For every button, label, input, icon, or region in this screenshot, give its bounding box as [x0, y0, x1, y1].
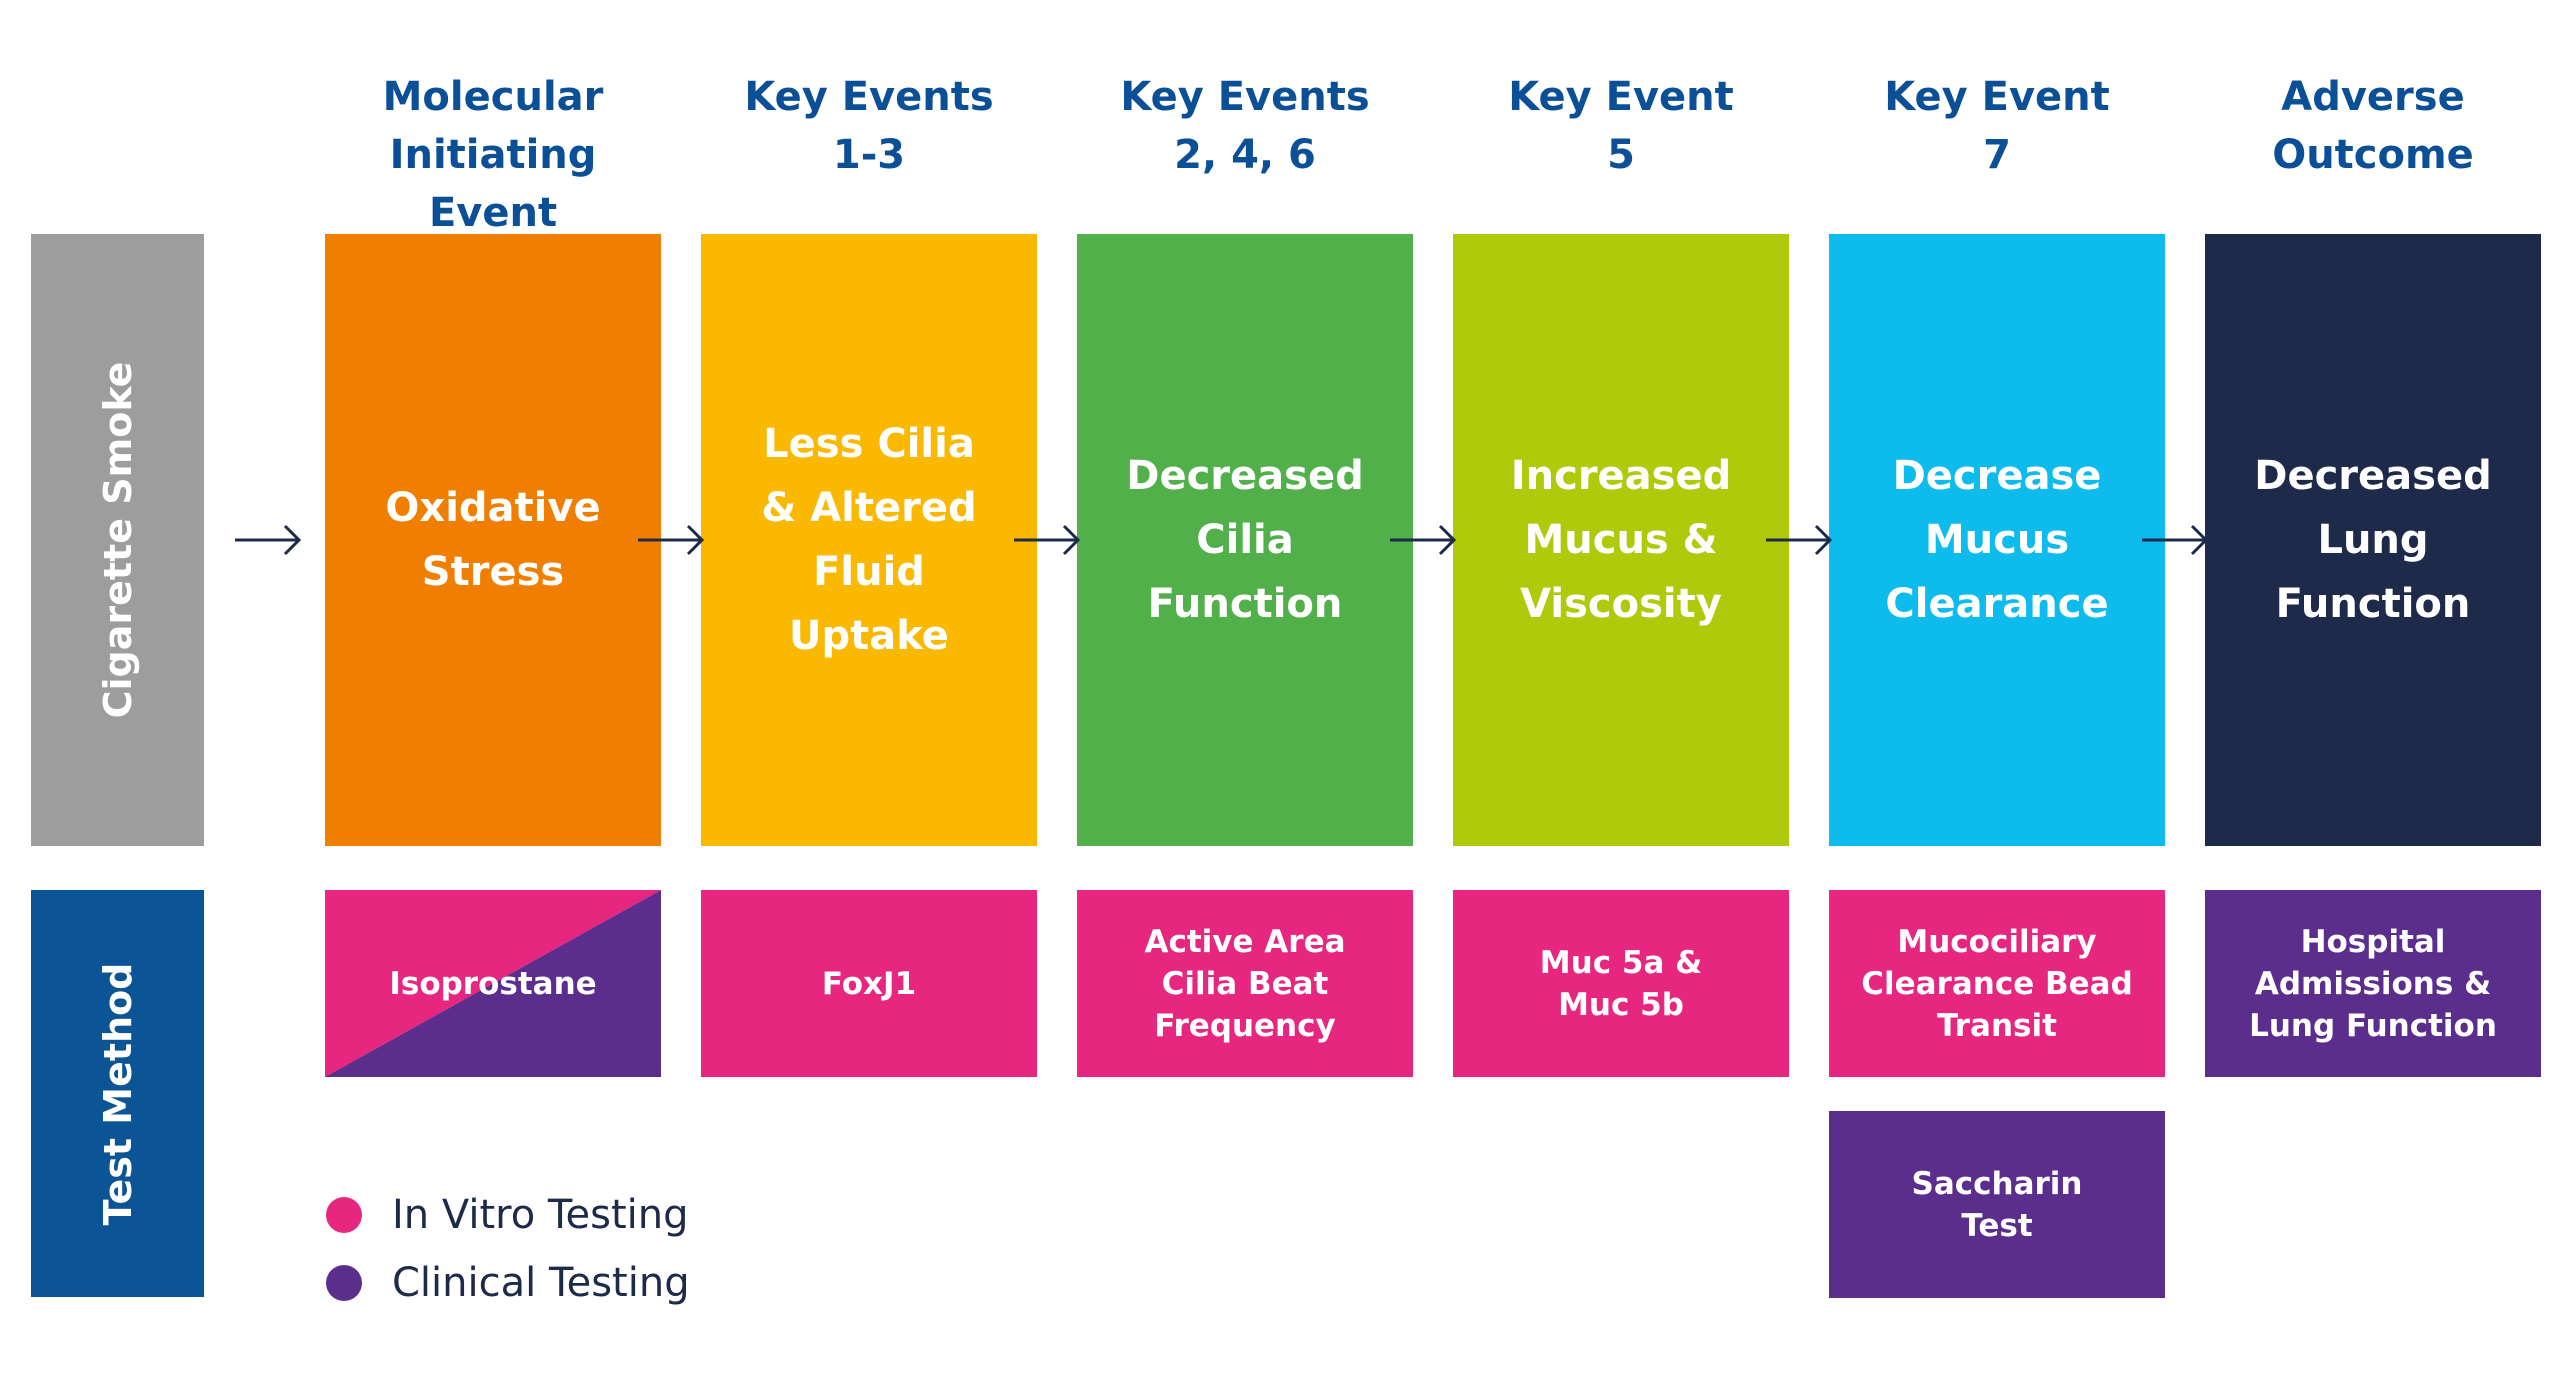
header-line: Molecular [382, 74, 604, 120]
method-muc5a-muc5b: Muc 5a & Muc 5b [1453, 890, 1789, 1077]
method-line: Test [1961, 1207, 2033, 1244]
header-key-events-2-4-6: Key Events 2, 4, 6 [1077, 68, 1413, 184]
method-line: Muc 5a & [1539, 944, 1703, 981]
arrow-right-icon [2142, 524, 2209, 556]
method-hospital-admissions: Hospital Admissions & Lung Function [2205, 890, 2541, 1077]
header-key-event-7: Key Event 7 [1829, 68, 2165, 184]
method-line: Clearance Bead [1861, 965, 2133, 1002]
event-line: Mucus [1924, 517, 2070, 563]
arrow-right-icon [1390, 524, 1457, 556]
header-line: 5 [1607, 132, 1635, 178]
legend-label: In Vitro Testing [392, 1192, 689, 1238]
method-line: Lung Function [2249, 1007, 2497, 1044]
header-line: Key Events [1120, 74, 1370, 120]
event-line: Function [1147, 581, 1343, 627]
method-line: Frequency [1154, 1007, 1336, 1044]
method-line: Admissions & [2254, 965, 2492, 1002]
event-line: Lung [2317, 517, 2429, 563]
header-line: 2, 4, 6 [1174, 132, 1316, 178]
method-foxj1: FoxJ1 [701, 890, 1037, 1077]
method-line: Mucociliary [1897, 923, 2097, 960]
event-decreased-lung-function: Decreased Lung Function [2205, 234, 2541, 846]
event-line: Decrease [1892, 453, 2102, 499]
event-line: Uptake [789, 613, 949, 659]
event-line: Function [2275, 581, 2471, 627]
event-line: Increased [1510, 453, 1732, 499]
in-vitro-dot-icon [326, 1197, 362, 1233]
legend-label: Clinical Testing [392, 1260, 690, 1306]
header-line: Key Events [744, 74, 994, 120]
event-line: & Altered [761, 485, 977, 531]
header-adverse-outcome: Adverse Outcome [2205, 68, 2541, 184]
split-in-vitro-clinical-fill [325, 890, 661, 1077]
event-line: Decreased [1126, 453, 1364, 499]
event-line: Decreased [2254, 453, 2492, 499]
event-oxidative-stress: Oxidative Stress [325, 234, 661, 846]
header-line: Key Event [1884, 74, 2110, 120]
test-method-label: Test Method [95, 962, 140, 1225]
header-line: Key Event [1508, 74, 1734, 120]
method-line: FoxJ1 [821, 965, 917, 1002]
test-method-bar: Test Method [31, 890, 204, 1297]
header-molecular-initiating-event: Molecular Initiating Event [325, 68, 661, 242]
header-key-events-1-3: Key Events 1-3 [701, 68, 1037, 184]
header-key-event-5: Key Event 5 [1453, 68, 1789, 184]
legend-clinical: Clinical Testing [326, 1258, 690, 1308]
header-line: Initiating Event [389, 132, 597, 236]
event-decreased-cilia-function: Decreased Cilia Function [1077, 234, 1413, 846]
event-line: Cilia [1196, 517, 1294, 563]
method-line: Hospital [2300, 923, 2446, 960]
header-line: 1-3 [832, 132, 906, 178]
method-line: Active Area [1144, 923, 1346, 960]
header-line: Outcome [2272, 132, 2474, 178]
event-line: Oxidative [385, 485, 601, 531]
header-line: 7 [1983, 132, 2011, 178]
method-active-area-cilia-beat: Active Area Cilia Beat Frequency [1077, 890, 1413, 1077]
method-line: Isoprostane [389, 965, 597, 1002]
event-line: Viscosity [1520, 581, 1722, 627]
event-line: Fluid [813, 549, 925, 595]
arrow-right-icon [1014, 524, 1081, 556]
cigarette-smoke-bar: Cigarette Smoke [31, 234, 204, 846]
method-isoprostane: Isoprostane [325, 890, 661, 1077]
arrow-right-icon [638, 524, 705, 556]
event-line: Stress [421, 549, 565, 595]
method-line: Transit [1937, 1007, 2057, 1044]
header-line: Adverse [2281, 74, 2465, 120]
arrow-right-icon [1766, 524, 1833, 556]
cigarette-smoke-label: Cigarette Smoke [95, 361, 140, 719]
legend-in-vitro: In Vitro Testing [326, 1190, 689, 1240]
event-line: Clearance [1885, 581, 2109, 627]
method-line: Cilia Beat [1161, 965, 1329, 1002]
method-line: Muc 5b [1558, 986, 1684, 1023]
method-line: Saccharin [1911, 1165, 2083, 1202]
event-line: Less Cilia [763, 421, 975, 467]
clinical-dot-icon [326, 1265, 362, 1301]
method-mucociliary-clearance: Mucociliary Clearance Bead Transit [1829, 890, 2165, 1077]
event-line: Mucus & [1524, 517, 1718, 563]
event-increased-mucus-viscosity: Increased Mucus & Viscosity [1453, 234, 1789, 846]
method-saccharin-test: Saccharin Test [1829, 1111, 2165, 1298]
event-less-cilia: Less Cilia & Altered Fluid Uptake [701, 234, 1037, 846]
arrow-right-icon [235, 524, 302, 556]
event-decrease-mucus-clearance: Decrease Mucus Clearance [1829, 234, 2165, 846]
